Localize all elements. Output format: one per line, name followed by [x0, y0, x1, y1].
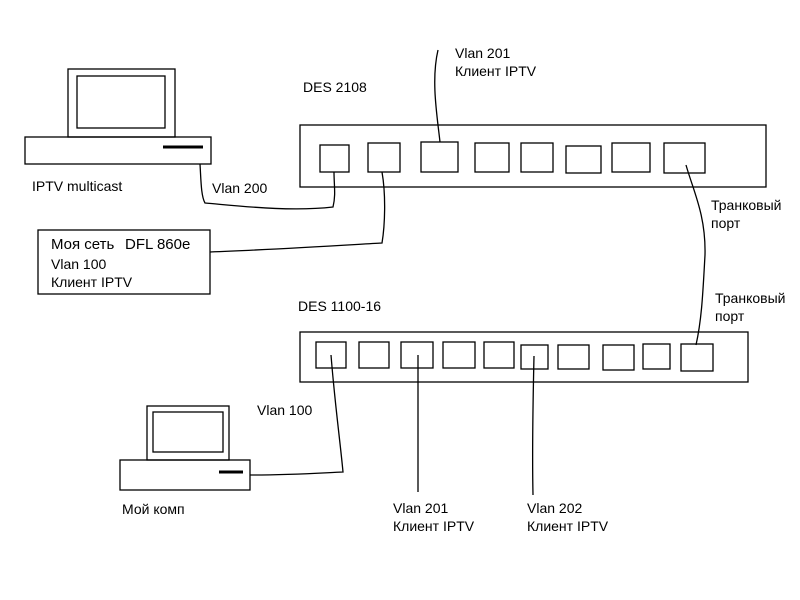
cable-top-client-201	[434, 49, 441, 143]
switch-bottom-port-7	[557, 344, 590, 370]
top-client-line2: Клиент IPTV	[455, 63, 537, 79]
bottom-client-202-line1: Vlan 202	[527, 500, 583, 516]
switch-top-port-6	[565, 145, 602, 174]
switch-bottom-port-5	[483, 341, 515, 369]
iptv-monitor	[67, 68, 176, 138]
bottom-client-201-line2: Клиент IPTV	[393, 518, 475, 534]
switch-bottom-port-8	[602, 344, 635, 371]
switch-bottom-port-10	[680, 343, 714, 372]
my-computer	[119, 405, 251, 491]
trunk-top-line1: Транковый	[711, 197, 782, 213]
switch-bottom-port-3	[400, 341, 434, 369]
iptv-pc-label: IPTV multicast	[32, 178, 123, 194]
switch-bottom-port-6	[520, 344, 549, 370]
my-screen	[152, 411, 224, 453]
switch-top-port-1	[319, 144, 350, 173]
trunk-bottom-line1: Транковый	[715, 290, 786, 306]
router-line1: Моя сеть	[51, 236, 115, 253]
switch-top-port-8	[663, 142, 706, 174]
router-line2: Vlan 100	[51, 256, 107, 272]
switch-top-port-4	[474, 142, 510, 173]
bottom-client-202-line2: Клиент IPTV	[527, 518, 609, 534]
top-client-line1: Vlan 201	[455, 45, 511, 61]
cable-trunk	[685, 164, 706, 346]
switch-bottom-body	[299, 331, 749, 383]
router-box	[37, 229, 211, 295]
switch-bottom-port-9	[642, 343, 671, 370]
trunk-top-line2: порт	[711, 215, 741, 231]
switch-top-port-5	[520, 142, 554, 173]
my-pc-vlan-label: Vlan 100	[257, 402, 313, 418]
bottom-client-201-line1: Vlan 201	[393, 500, 449, 516]
cable-bottom-client-202	[531, 355, 535, 496]
iptv-vlan-label: Vlan 200	[212, 180, 268, 196]
switch-des-2108	[299, 124, 767, 188]
switch-bottom-port-4	[442, 341, 476, 369]
iptv-screen	[76, 75, 166, 129]
switch-top-port-2	[367, 142, 401, 173]
cable-router-vlan100	[209, 171, 386, 253]
cables	[199, 49, 706, 496]
my-pc-label: Мой комп	[122, 501, 185, 517]
switch-des-1100-16	[299, 331, 749, 383]
router-model: DFL 860e	[125, 236, 191, 253]
iptv-system-unit	[24, 136, 212, 165]
cable-my-pc-vlan100	[249, 354, 344, 476]
my-system-unit	[119, 459, 251, 491]
trunk-bottom-line2: порт	[715, 308, 745, 324]
switch-bottom-port-2	[358, 341, 390, 369]
switch-top-port-7	[611, 142, 651, 173]
iptv-computer	[24, 68, 212, 165]
switch-top-label: DES 2108	[303, 79, 367, 95]
cable-iptv-vlan200	[199, 163, 336, 210]
switch-top-body	[299, 124, 767, 188]
router-line3: Клиент IPTV	[51, 274, 133, 290]
switch-top-port-3	[420, 141, 459, 173]
switch-bottom-label: DES 1100-16	[298, 298, 382, 314]
switch-bottom-port-1	[315, 341, 347, 369]
